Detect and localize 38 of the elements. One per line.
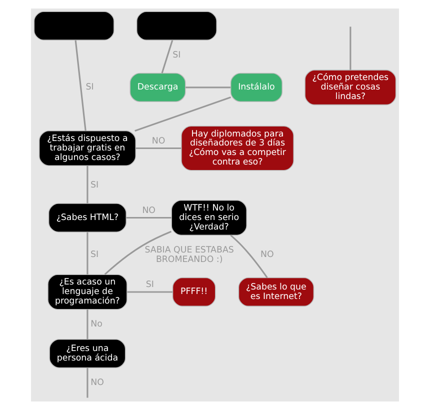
connector [86,166,88,204]
edge-label: SI [90,180,99,191]
connector [74,40,86,131]
node-box: WTF!! No lo dices en serio ¿Verdad? [171,200,247,236]
connector [186,86,231,88]
connector [136,147,182,150]
node-box: Hay diplomados para diseñadores de 3 días ¿Cómo vas a competir contra eso? [181,126,294,171]
edge-label: NO [142,206,156,216]
edge-label: SI [146,280,154,290]
connector [161,40,174,74]
node-box [136,11,217,40]
connector [126,216,172,219]
edge-label: NO [152,136,166,146]
node-box: ¿Sabes lo que es Internet? [238,277,314,307]
node-box [34,11,114,40]
node-box: ¿Es acaso un lenguaje de programación? [48,274,128,310]
node-box: ¿Estás dispuesto a trabajar gratis en algunos casos? [38,130,136,166]
edge-label: No [90,320,102,330]
node-box: Descarga [130,72,186,102]
connector [86,368,88,398]
node-box: Instálalo [230,72,283,102]
edge-label: SI [172,50,181,60]
connector [350,26,352,70]
node-box: ¿Cómo pretendes diseñar cosas lindas? [304,70,396,106]
connector [230,234,268,278]
edge-label: NO [260,250,274,260]
connector [134,96,232,132]
edge-label: SABIA QUE ESTABAS BROMEANDO :) [144,245,234,265]
connector [86,232,88,275]
edge-label: SI [86,82,94,93]
connector [86,309,88,340]
node-box: ¿Eres una persona ácida [49,338,126,368]
connector [104,230,172,275]
edge-label: NO [90,378,104,388]
edge-label: SI [90,250,99,260]
connector [127,291,173,293]
node-box: ¿Sabes HTML? [48,203,127,232]
node-box: PFFF!! [172,277,216,307]
